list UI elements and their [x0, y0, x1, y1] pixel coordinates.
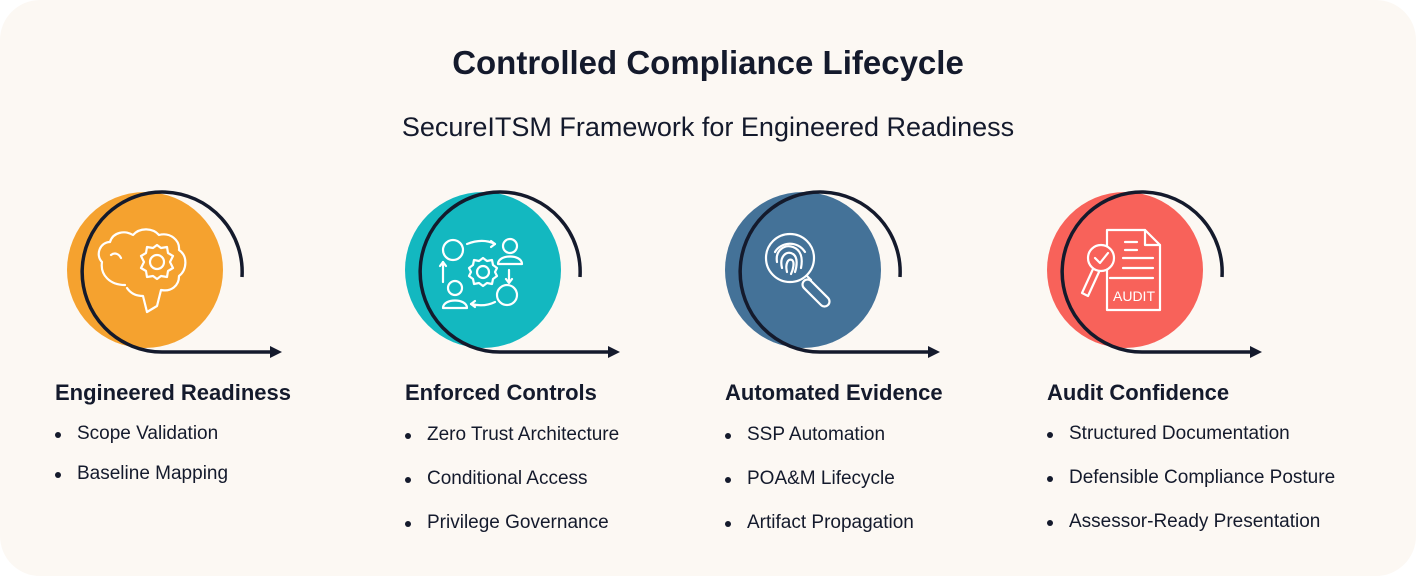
list-item: Artifact Propagation: [725, 512, 914, 534]
brain-gear-icon: [97, 228, 187, 314]
stage-circle: [725, 192, 881, 348]
cycle-arrow: [80, 190, 270, 354]
list-item: Privilege Governance: [405, 512, 619, 534]
cycle-arrow: [738, 190, 928, 354]
stage-enforced-controls: [395, 190, 725, 550]
stage-bullet-list: Scope Validation Baseline Mapping: [55, 423, 228, 485]
arrowhead-icon: [270, 346, 282, 358]
list-item: Conditional Access: [405, 468, 619, 490]
stage-engineered-readiness: [55, 190, 385, 550]
page-title: Controlled Compliance Lifecycle: [452, 44, 964, 81]
stage-title: Automated Evidence: [725, 380, 943, 405]
list-item: Zero Trust Architecture: [405, 424, 619, 446]
stage-title: Engineered Readiness: [55, 380, 291, 405]
stage-graphic: [405, 190, 620, 358]
audit-label: AUDIT: [1113, 288, 1155, 304]
stage-graphic: AUDIT: [1047, 190, 1262, 358]
stage-graphic: [725, 190, 940, 358]
list-item: SSP Automation: [725, 424, 914, 446]
list-item: Defensible Compliance Posture: [1047, 467, 1335, 489]
stage-circle: [1047, 192, 1203, 348]
cycle-arrow: [1060, 190, 1250, 354]
list-item: Baseline Mapping: [55, 463, 228, 485]
arrowhead-icon: [1250, 346, 1262, 358]
stage-audit-confidence: AUDIT: [1035, 190, 1365, 550]
stage-graphic: [67, 190, 282, 358]
fingerprint-magnifier-icon: [764, 232, 831, 308]
list-item: Scope Validation: [55, 423, 228, 445]
stage-bullet-list: Structured Documentation Defensible Comp…: [1047, 423, 1335, 533]
stage-bullet-list: Zero Trust Architecture Conditional Acce…: [405, 424, 619, 534]
stage-title: Audit Confidence: [1047, 380, 1230, 405]
arrowhead-icon: [608, 346, 620, 358]
stage-circle: [405, 192, 561, 348]
cycle-arrow: [418, 190, 608, 354]
people-gear-cycle-icon: [438, 237, 524, 310]
list-item: POA&M Lifecycle: [725, 468, 914, 490]
stage-bullet-list: SSP Automation POA&M Lifecycle Artifact …: [725, 424, 914, 534]
list-item: Assessor-Ready Presentation: [1047, 511, 1335, 533]
stage-title: Enforced Controls: [405, 380, 597, 405]
arrowhead-icon: [928, 346, 940, 358]
list-item: Structured Documentation: [1047, 423, 1335, 445]
stage-automated-evidence: [715, 190, 1045, 550]
audit-document-icon: [1080, 228, 1162, 312]
page-subtitle: SecureITSM Framework for Engineered Read…: [401, 112, 1015, 142]
